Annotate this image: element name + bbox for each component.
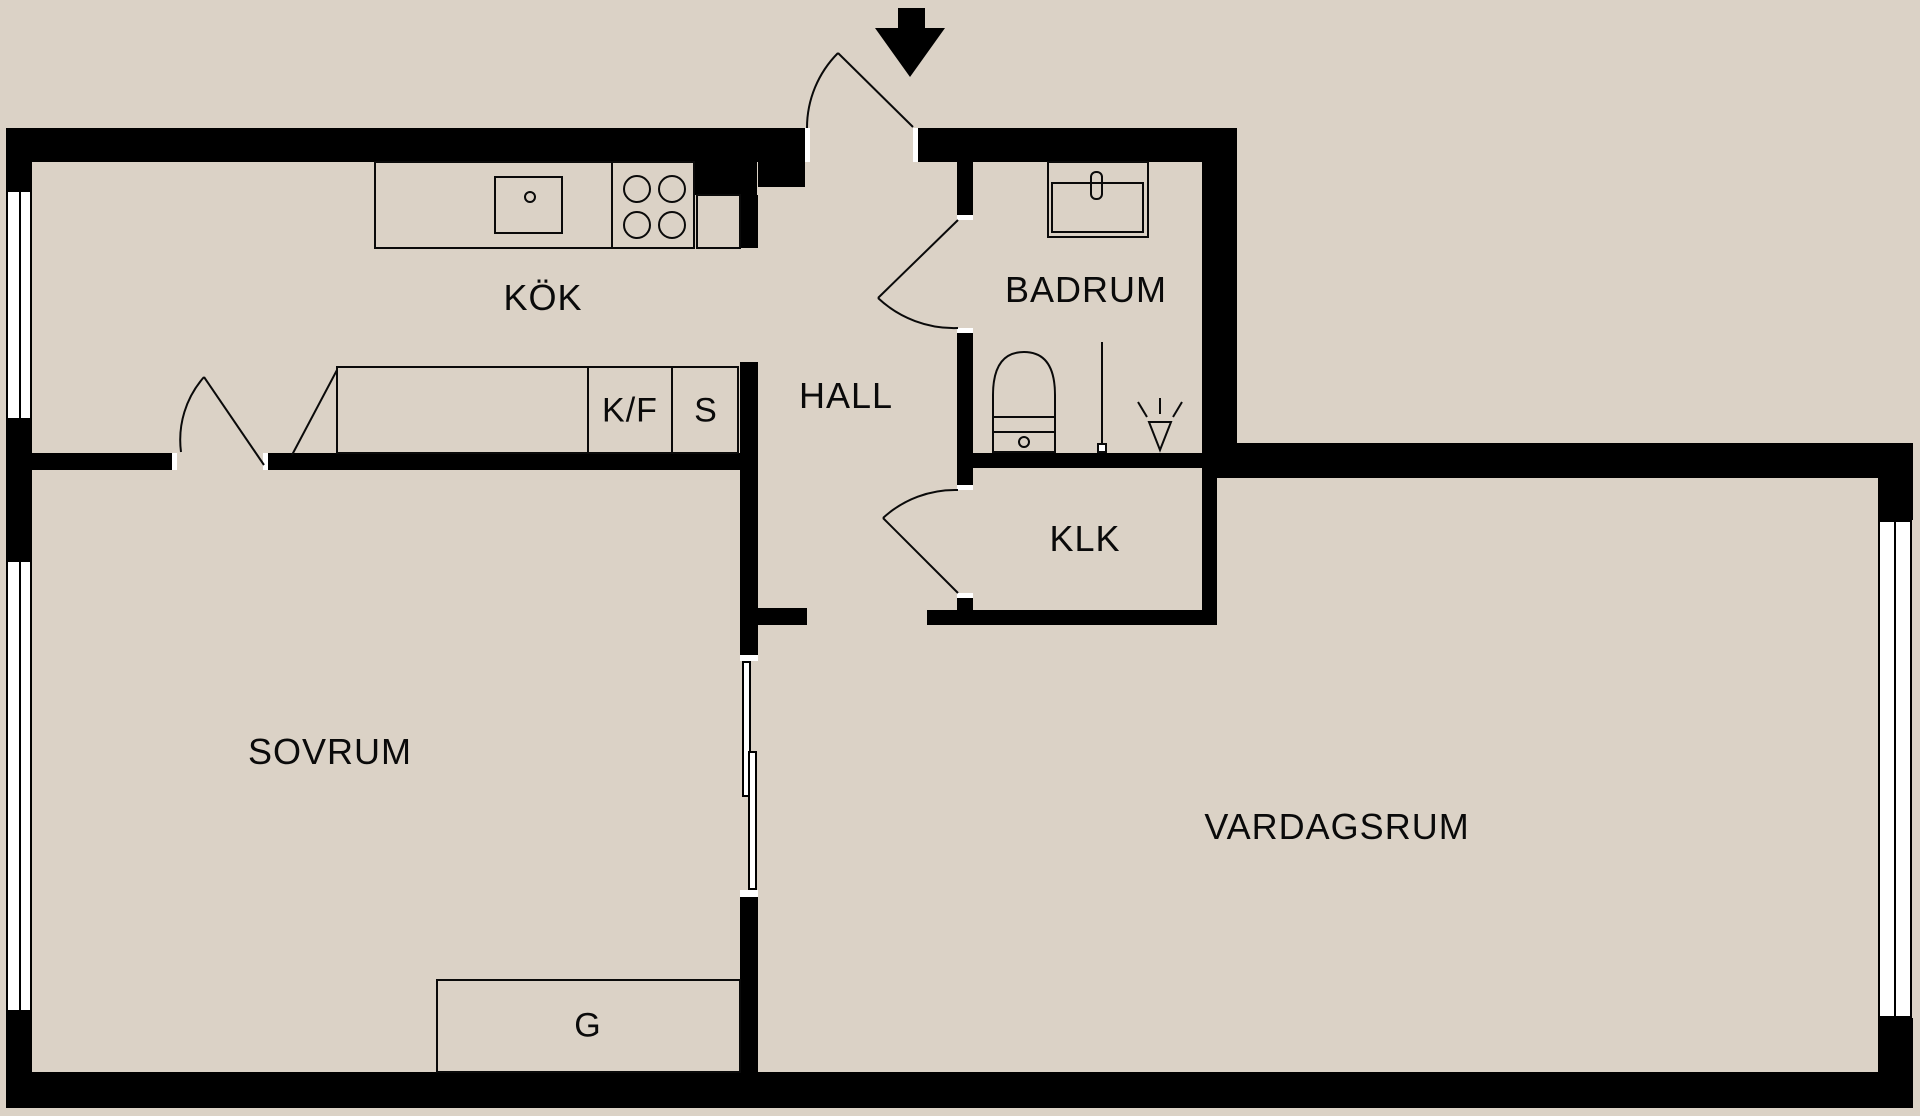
label-badrum: BADRUM: [1004, 269, 1168, 310]
wall-badrum-west-lower: [957, 333, 973, 453]
wall-klk-east: [1202, 468, 1217, 625]
doorframe-sovrum-right: [263, 453, 268, 470]
doorframe-klk-bottom: [957, 593, 973, 598]
cabinet-run: [291, 366, 739, 456]
label-s: S: [694, 391, 718, 430]
wall-kitchen-east: [740, 195, 758, 248]
doorframe-klk-top: [957, 485, 973, 490]
entry-arrow-icon: [875, 8, 945, 77]
label-g: G: [574, 1006, 602, 1045]
wall-sovrum-north-left: [32, 453, 172, 470]
kitchen-counter: [374, 161, 741, 249]
window-mullion: [19, 562, 21, 1010]
wall-klk-west-lower: [957, 598, 973, 625]
label-sovrum: SOVRUM: [247, 731, 413, 772]
wall-badrum-south: [957, 453, 1237, 468]
wall-hall-south-stub: [740, 608, 807, 625]
entry-door-swing: [805, 52, 914, 129]
wall-sovrum-east-lower: [740, 897, 758, 1072]
sovrum-door-swing: [179, 376, 265, 466]
wall-left-middle: [6, 420, 32, 560]
window-mullion: [19, 192, 21, 418]
wall-bottom: [6, 1072, 1913, 1108]
wall-top-left-of-entry: [6, 128, 805, 162]
bathroom-sink-icon: [1047, 161, 1149, 238]
label-klk: KLK: [1049, 518, 1121, 559]
label-vardagsrum: VARDAGSRUM: [1204, 806, 1470, 847]
wall-badrum-east: [1202, 128, 1237, 478]
wall-top-right-of-entry: [918, 128, 1237, 162]
wall-hall-west: [740, 362, 758, 655]
doorframe-badrum-bottom: [957, 328, 973, 333]
wall-klk-south: [927, 610, 1217, 625]
wall-vardagsrum-north: [1202, 443, 1913, 478]
wardrobe-g-box: [436, 979, 741, 1073]
doorframe-slider-bottom: [740, 890, 758, 897]
wall-entry-doorpost: [758, 162, 805, 187]
sliding-door-panel-b: [748, 751, 757, 890]
toilet-icon: [992, 350, 1056, 453]
wall-kitchen-shaft: [694, 162, 757, 195]
badrum-door-swing: [877, 219, 959, 330]
doorframe-badrum-top: [957, 215, 973, 220]
doorframe-entry-left: [805, 128, 810, 162]
klk-door-swing: [882, 488, 959, 594]
kitchen-sink-icon: [494, 176, 563, 234]
window-left-upper: [6, 190, 32, 420]
sliding-door-panel-a: [742, 661, 751, 797]
window-left-lower: [6, 560, 32, 1012]
wall-right-lower: [1878, 1018, 1913, 1072]
doorframe-slider-top: [740, 655, 758, 661]
wall-badrum-west-upper: [957, 162, 973, 215]
wall-left-lower: [6, 1012, 32, 1072]
shower-icon: [1097, 342, 1183, 453]
wall-sovrum-north-right: [268, 453, 740, 470]
wall-klk-west-upper: [957, 468, 973, 490]
doorframe-entry-right: [913, 128, 918, 162]
stove-icon: [623, 175, 686, 239]
doorframe-sovrum-left: [172, 453, 177, 470]
wall-left-upper: [6, 128, 32, 190]
label-kf: K/F: [602, 391, 658, 430]
label-kok: KÖK: [503, 277, 583, 318]
window-right: [1878, 520, 1912, 1018]
label-hall: HALL: [798, 375, 894, 416]
window-mullion: [1894, 522, 1896, 1016]
